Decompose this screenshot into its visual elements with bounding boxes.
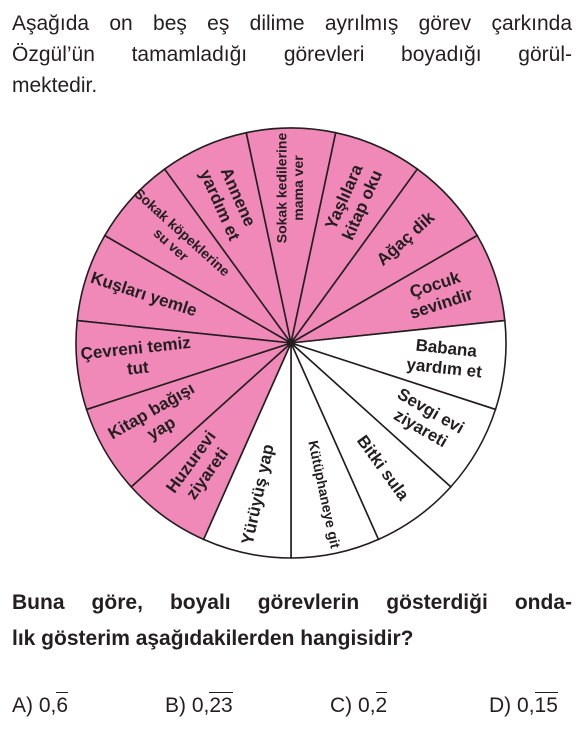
answer-options: A) 0,6 B) 0,23 C) 0,2 D) 0,15 [12, 688, 577, 728]
option-d-repeating: 15 [534, 692, 559, 717]
question-line-1: Buna göre, boyalı görevlerin gösterdiği … [12, 591, 572, 614]
option-d-label: D) [489, 694, 512, 717]
option-a-repeating: 6 [56, 692, 69, 717]
option-c[interactable]: C) 0,2 [330, 692, 388, 718]
option-b-prefix: 0, [191, 694, 210, 717]
intro-text: Aşağıda on beş eş dilime ayrılmış görev … [12, 8, 572, 101]
option-c-label: C) [330, 694, 353, 717]
question-text: Buna göre, boyalı görevlerin gösterdiği … [12, 585, 572, 657]
option-b[interactable]: B) 0,23 [165, 692, 234, 718]
option-b-label: B) [165, 694, 186, 717]
wheel-label-line: tut [126, 358, 150, 379]
intro-line-2: Özgül’ün tamamladığı görevleri boyadığı … [12, 43, 572, 66]
option-a-label: A) [12, 694, 33, 717]
question-line-2: lık gösterim aşağıdakilerden hangisidir? [12, 627, 414, 650]
option-d[interactable]: D) 0,15 [489, 692, 559, 718]
option-a-prefix: 0, [38, 694, 57, 717]
option-c-repeating: 2 [375, 692, 388, 717]
option-b-repeating: 23 [209, 692, 234, 717]
wheel-label-line: Sokak kedilerine [273, 133, 289, 244]
intro-line-1: Aşağıda on beş eş dilime ayrılmış görev … [12, 12, 572, 35]
wheel-slice-15 [75, 319, 292, 411]
option-c-prefix: 0, [358, 694, 376, 717]
intro-line-3: mektedir. [12, 74, 98, 97]
wheel-label-line: mama ver [290, 155, 306, 221]
option-d-prefix: 0, [517, 694, 535, 717]
option-a[interactable]: A) 0,6 [12, 692, 69, 718]
